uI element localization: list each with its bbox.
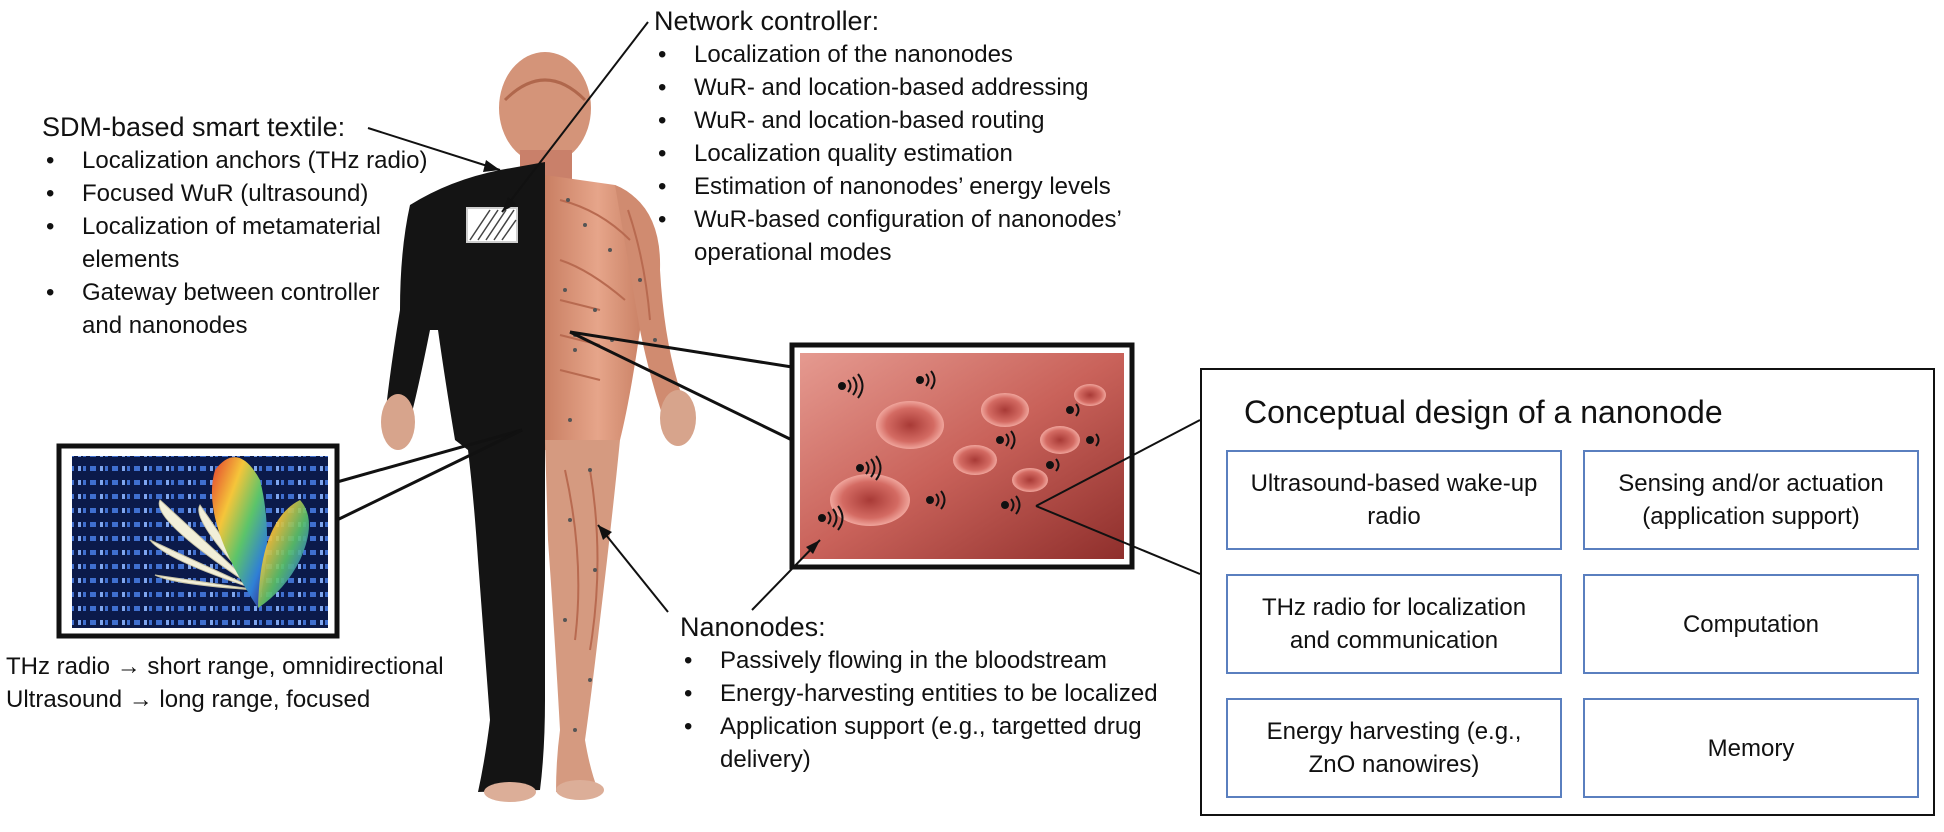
- bloodstream-inset: [789, 342, 1135, 570]
- radio-legend: THz radio → short range, omnidirectional…: [6, 650, 444, 716]
- controller-item: WuR-based configuration of nanonodes’ op…: [654, 203, 1122, 269]
- red-blood-cells: [830, 384, 1106, 526]
- nanonode-symbols: [818, 370, 1100, 531]
- radio-pattern-inset: [56, 443, 340, 639]
- controller-title: Network controller:: [654, 6, 880, 36]
- controller-panel: Network controller: Localization of the …: [654, 4, 1122, 269]
- component-thz-radio: THz radio for localization and communica…: [1226, 574, 1562, 674]
- component-computation: Computation: [1583, 574, 1919, 674]
- concept-title: Conceptual design of a nanonode: [1244, 394, 1723, 430]
- controller-list: Localization of the nanonodesWuR- and lo…: [654, 38, 1122, 269]
- controller-item: WuR- and location-based routing: [654, 104, 1122, 137]
- nanonode-concept-box: Conceptual design of a nanonode Ultrasou…: [1200, 368, 1935, 816]
- nanonodes-title: Nanonodes:: [680, 612, 826, 642]
- nanonodes-list: Passively flowing in the bloodstreamEner…: [680, 644, 1158, 776]
- textile-list: Localization anchors (THz radio)Focused …: [42, 144, 427, 342]
- controller-item: Localization quality estimation: [654, 137, 1122, 170]
- nanonode-markers: [563, 198, 657, 732]
- radio-legend-ultrasound: Ultrasound → long range, focused: [6, 686, 371, 713]
- controller-item: WuR- and location-based addressing: [654, 71, 1122, 104]
- nanonodes-item: Application support (e.g., targetted dru…: [680, 710, 1158, 776]
- textile-item: Localization anchors (THz radio): [42, 144, 427, 177]
- radio-legend-thz: THz radio → short range, omnidirectional: [6, 653, 444, 680]
- textile-panel: SDM-based smart textile: Localization an…: [42, 110, 427, 342]
- component-wakeup-radio: Ultrasound-based wake-up radio: [1226, 450, 1562, 550]
- component-sensing-actuation: Sensing and/or actuation (application su…: [1583, 450, 1919, 550]
- component-energy-harvesting: Energy harvesting (e.g., ZnO nanowires): [1226, 698, 1562, 798]
- nanonodes-item: Passively flowing in the bloodstream: [680, 644, 1158, 677]
- nanonodes-panel: Nanonodes: Passively flowing in the bloo…: [680, 610, 1158, 776]
- textile-item: Localization of metamaterial elements: [42, 210, 427, 276]
- controller-item: Estimation of nanonodes’ energy levels: [654, 170, 1122, 203]
- controller-item: Localization of the nanonodes: [654, 38, 1122, 71]
- textile-item: Focused WuR (ultrasound): [42, 177, 427, 210]
- component-memory: Memory: [1583, 698, 1919, 798]
- nanonodes-item: Energy-harvesting entities to be localiz…: [680, 677, 1158, 710]
- textile-item: Gateway between controller and nanonodes: [42, 276, 427, 342]
- textile-title: SDM-based smart textile:: [42, 112, 346, 142]
- connector-lines: [336, 21, 1201, 613]
